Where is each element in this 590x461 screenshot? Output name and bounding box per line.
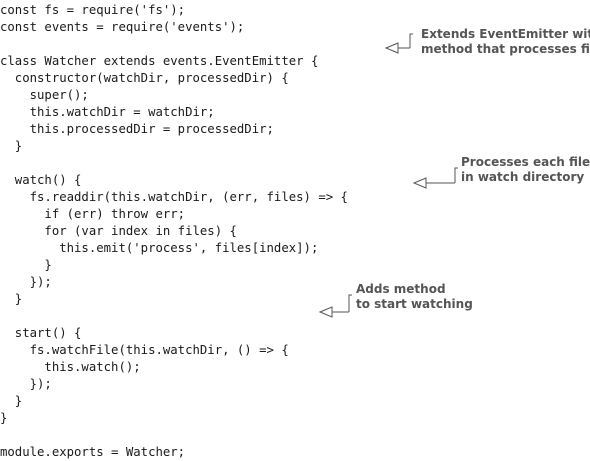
annotation-text: Processes each file bbox=[461, 155, 590, 169]
annotation-text: in watch directory bbox=[461, 170, 585, 184]
code-line: fs.readdir(this.watchDir, (err, files) =… bbox=[0, 190, 348, 204]
code-line: }); bbox=[0, 377, 52, 391]
code-line bbox=[0, 155, 400, 172]
annotation-extends-emitter: Extends EventEmitter with method that pr… bbox=[421, 27, 590, 57]
code-line: constructor(watchDir, processedDir) { bbox=[0, 71, 289, 85]
code-listing: const fs = require('fs'); const events =… bbox=[0, 2, 400, 461]
code-line: } bbox=[0, 394, 23, 408]
annotation-start-method: Adds method to start watching bbox=[356, 282, 473, 312]
code-line: super(); bbox=[0, 88, 89, 102]
annotation-processes-files: Processes each file in watch directory bbox=[461, 155, 590, 185]
code-line: } bbox=[0, 411, 8, 425]
code-line bbox=[0, 36, 400, 53]
code-line: start() { bbox=[0, 326, 82, 340]
code-line: this.emit('process', files[index]); bbox=[0, 241, 319, 255]
code-line: }); bbox=[0, 275, 52, 289]
annotation-text: Adds method bbox=[356, 282, 446, 296]
code-line: fs.watchFile(this.watchDir, () => { bbox=[0, 343, 289, 357]
code-line: } bbox=[0, 258, 52, 272]
code-line: this.watch(); bbox=[0, 360, 141, 374]
annotation-leader-line bbox=[409, 33, 413, 48]
annotation-leader-line bbox=[454, 167, 458, 183]
code-line: const fs = require('fs'); bbox=[0, 3, 186, 17]
code-line: } bbox=[0, 139, 23, 153]
annotation-text: Extends EventEmitter with bbox=[421, 27, 590, 41]
code-line: class Watcher extends events.EventEmitte… bbox=[0, 54, 319, 68]
code-line: } bbox=[0, 292, 23, 306]
code-line: watch() { bbox=[0, 173, 82, 187]
code-line: this.processedDir = processedDir; bbox=[0, 122, 274, 136]
code-line: this.watchDir = watchDir; bbox=[0, 105, 215, 119]
code-line: module.exports = Watcher; bbox=[0, 445, 186, 459]
code-line bbox=[0, 308, 400, 325]
code-line: for (var index in files) { bbox=[0, 224, 237, 238]
annotation-text: to start watching bbox=[356, 297, 473, 311]
code-line: const events = require('events'); bbox=[0, 20, 245, 34]
arrowhead-icon bbox=[412, 177, 427, 189]
code-line: if (err) throw err; bbox=[0, 207, 186, 221]
annotation-text: method that processes files bbox=[421, 42, 590, 56]
